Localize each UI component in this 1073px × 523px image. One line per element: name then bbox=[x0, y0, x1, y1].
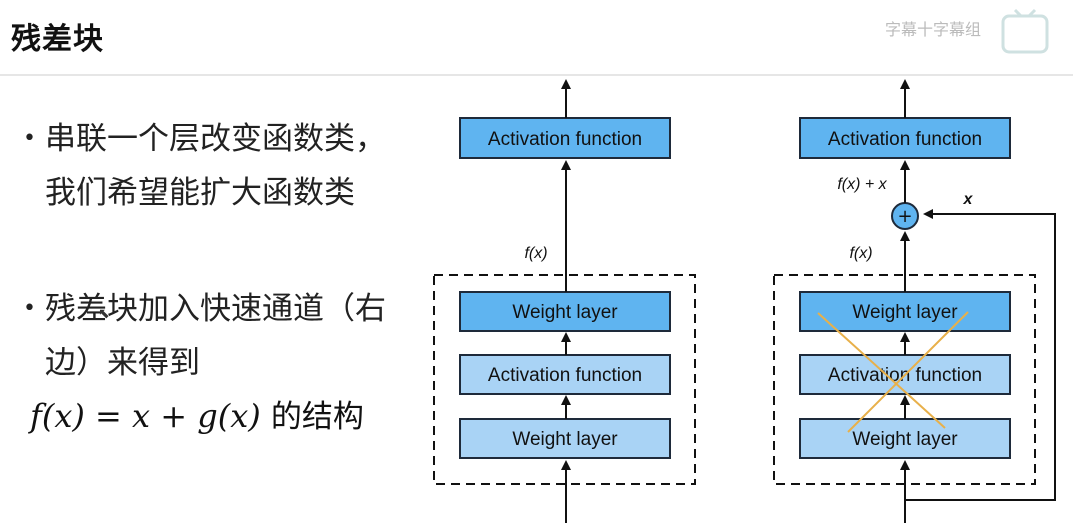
bullet-item: • 串联一个层改变函数类，我们希望能扩大函数类 bbox=[23, 112, 405, 220]
left-weight-layer-2 bbox=[459, 291, 671, 332]
left-activation-layer-label: Activation function bbox=[488, 365, 642, 386]
subtitle-watermark: 字幕十字幕组 bbox=[884, 20, 981, 39]
left-top-activation-label: Activation function bbox=[488, 129, 642, 150]
left-block-boundary bbox=[433, 274, 696, 485]
sum-fx-plus-x-label: f(x) + x bbox=[837, 176, 887, 193]
right-fx-label: f(x) bbox=[849, 245, 872, 262]
left-weight-layer-1-label: Weight layer bbox=[512, 429, 618, 450]
skip-x-label: x bbox=[963, 191, 974, 208]
bullet-dot-icon: • bbox=[23, 296, 36, 321]
bullet-text: 残差块加入快速通道（右边）来得到 bbox=[45, 291, 386, 381]
bullet-item: • 残差块加入快速通道（右边）来得到 bbox=[23, 282, 405, 390]
left-weight-layer-1 bbox=[459, 418, 671, 459]
left-diagram: Weight layer Activation function Weight … bbox=[433, 79, 696, 523]
formula-expression: f(x) = x + g(x) bbox=[30, 397, 261, 435]
skip-connection-arrow bbox=[905, 209, 1056, 501]
right-weight-layer-1-label: Weight layer bbox=[852, 429, 958, 450]
cross-out-line bbox=[817, 312, 946, 429]
right-weight-layer-2 bbox=[799, 291, 1011, 332]
left-fx-label: f(x) bbox=[524, 245, 547, 262]
right-weight-layer-2-label: Weight layer bbox=[852, 302, 958, 323]
bullet-text: 串联一个层改变函数类，我们希望能扩大函数类 bbox=[45, 121, 386, 211]
plus-icon: + bbox=[897, 206, 912, 227]
cross-out-line bbox=[847, 311, 969, 433]
slide-title: 残差块 bbox=[11, 22, 104, 57]
left-top-activation bbox=[459, 117, 671, 159]
left-weight-layer-2-label: Weight layer bbox=[512, 302, 618, 323]
bilibili-logo-icon bbox=[1001, 8, 1049, 54]
right-diagram: x Weight layer Activation function Weigh… bbox=[773, 79, 1056, 523]
formula: f(x) = x + g(x) 的结构 bbox=[30, 391, 364, 436]
right-top-activation bbox=[799, 117, 1011, 159]
bullet-dot-icon: • bbox=[23, 126, 36, 151]
mouse-cursor-icon: ⬉ bbox=[98, 306, 110, 322]
right-weight-layer-1 bbox=[799, 418, 1011, 459]
right-top-activation-label: Activation function bbox=[828, 129, 982, 150]
title-divider bbox=[0, 74, 1073, 76]
formula-suffix: 的结构 bbox=[270, 399, 364, 435]
